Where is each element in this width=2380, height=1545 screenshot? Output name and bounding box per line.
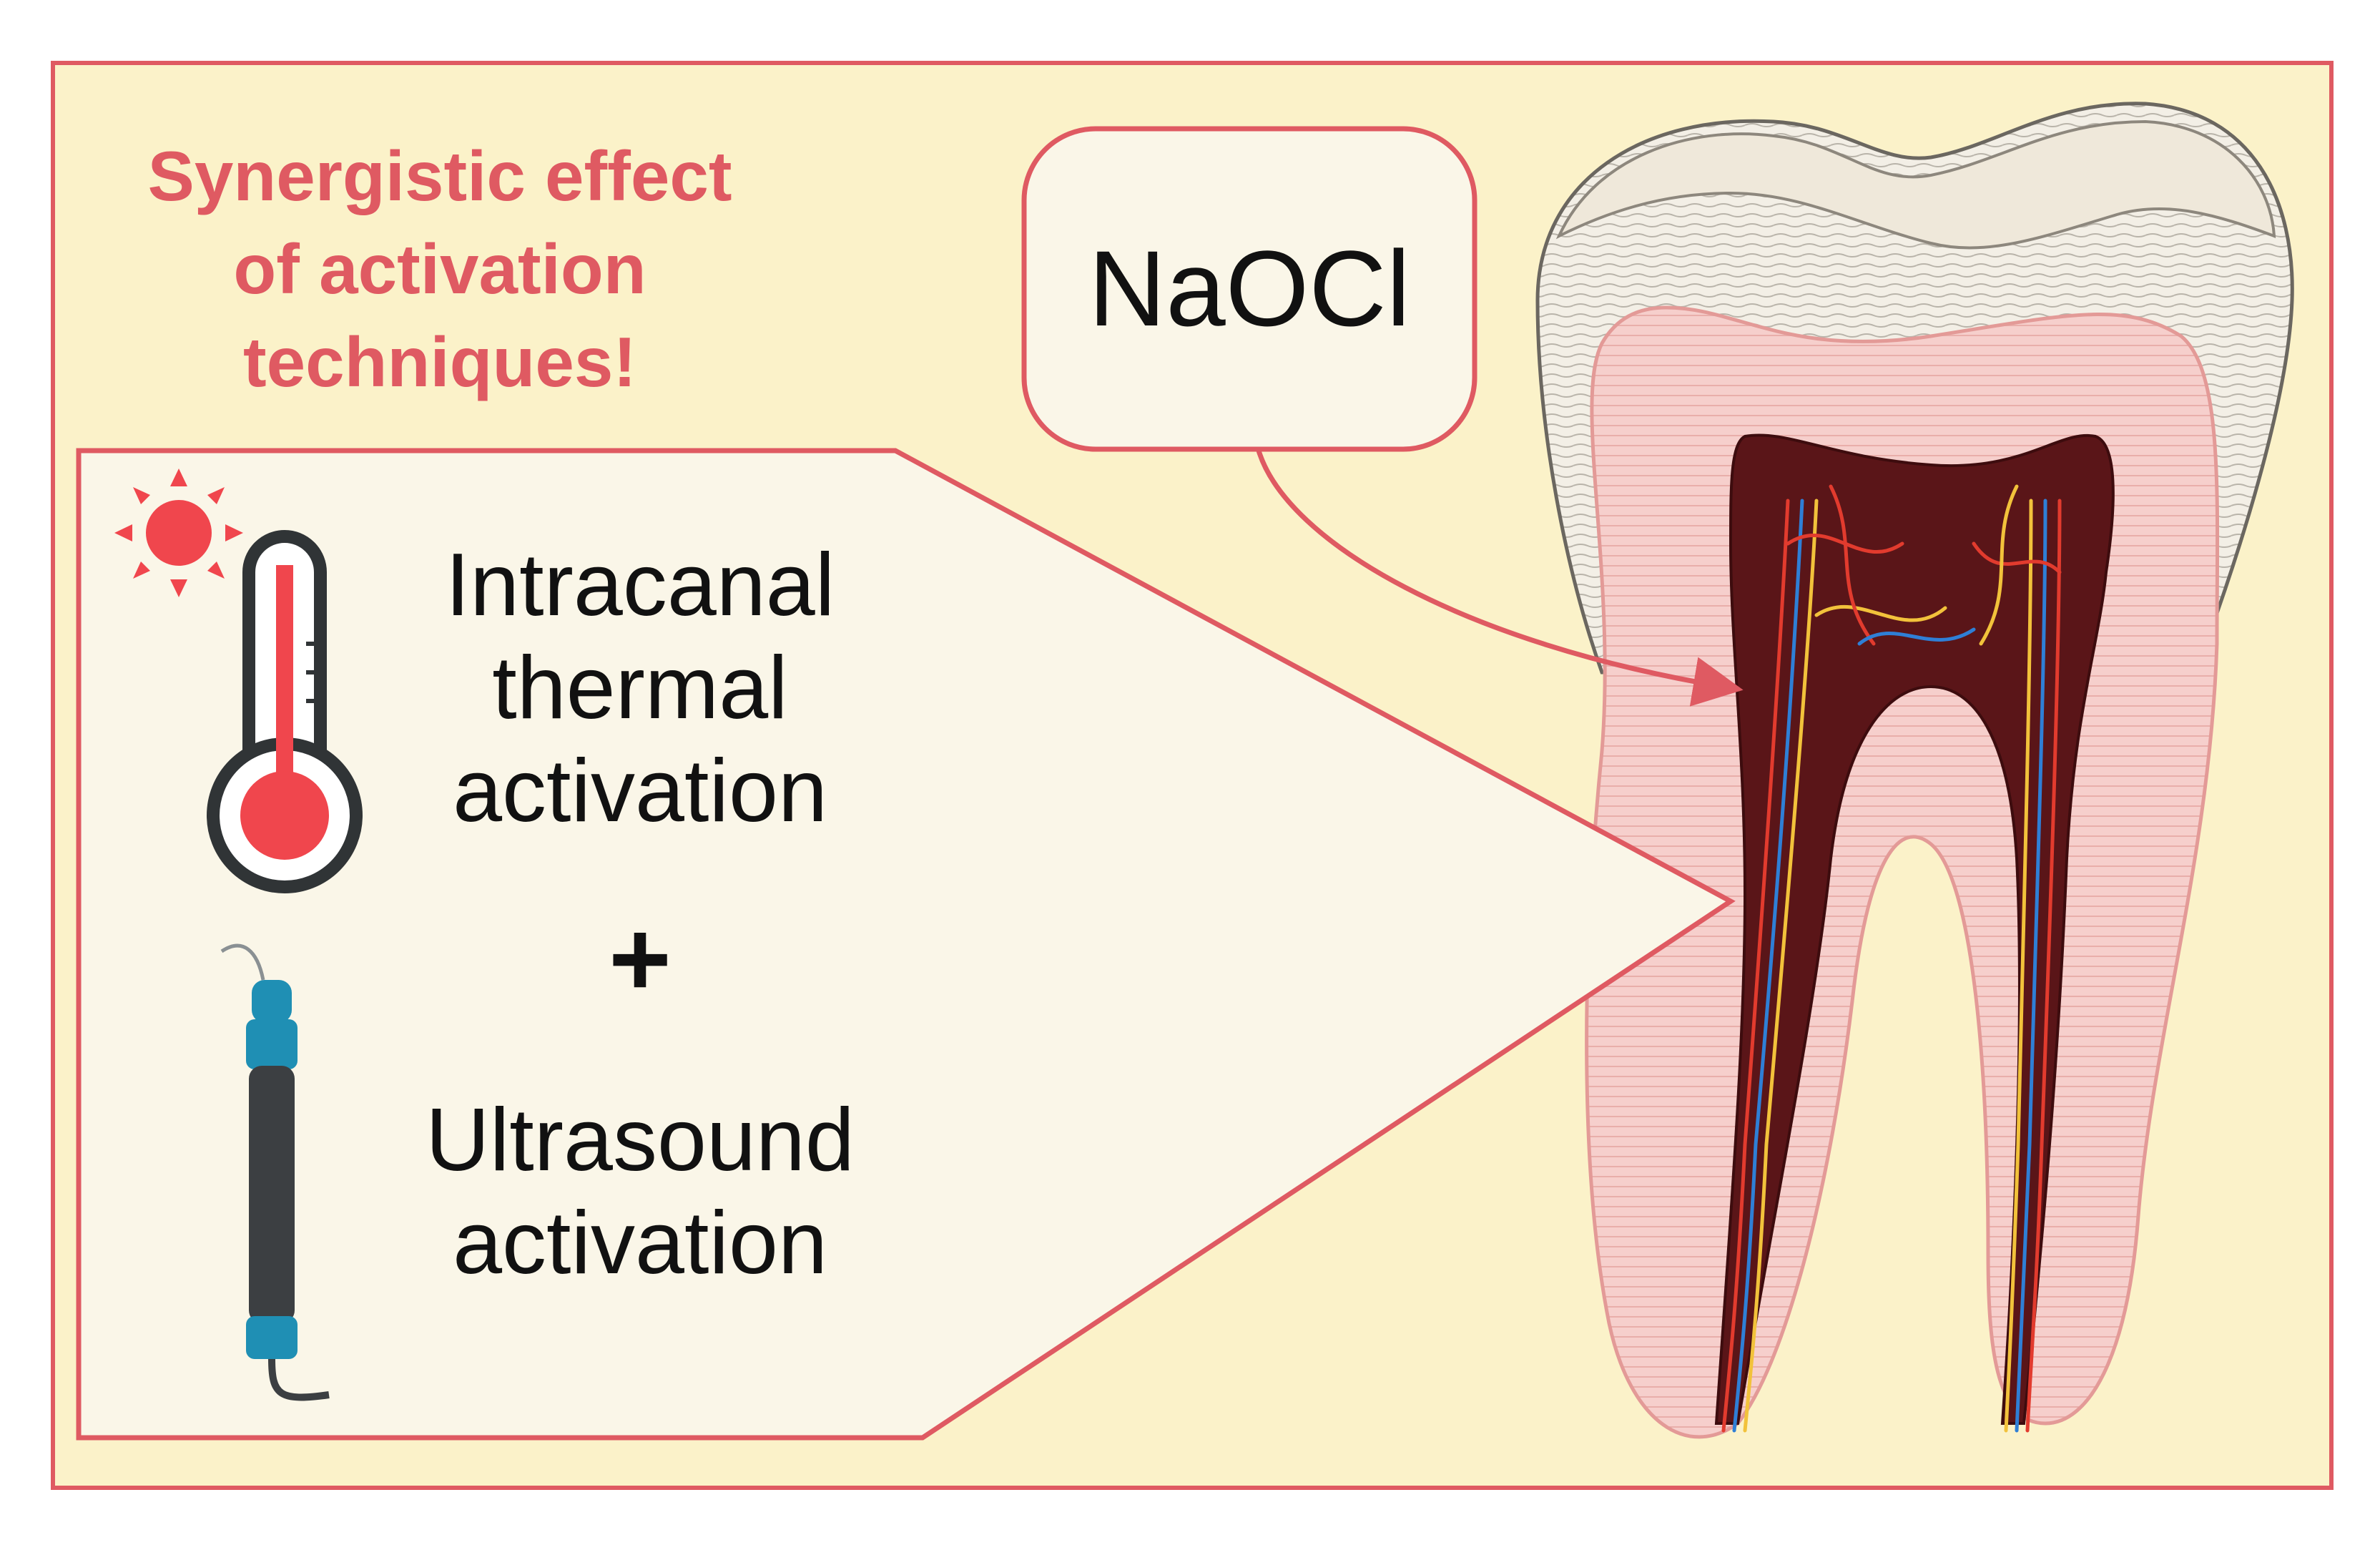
headline-line-1: Synergistic effect [148, 137, 732, 215]
plus-sign: + [609, 898, 672, 1019]
naocl-arrow [1256, 449, 1744, 707]
headline-line-3: techniques! [243, 323, 636, 401]
tooth-illustration [1535, 102, 2294, 1439]
ultrasound-activation-label: Ultrasound activation [426, 1091, 855, 1293]
sun-icon [114, 469, 243, 597]
thermal-line-1: Intracanal [446, 536, 835, 634]
thermal-activation-label: Intracanal thermal activation [446, 536, 835, 840]
callout-panel [76, 448, 1736, 1441]
thermal-line-3: activation [453, 742, 827, 840]
thermal-line-2: thermal [492, 639, 787, 737]
thermometer-icon [207, 530, 363, 893]
headline-line-2: of activation [233, 230, 646, 308]
ultrasound-line-2: activation [453, 1194, 827, 1293]
pulp-vessels [1721, 484, 2062, 1433]
ultrasound-line-1: Ultrasound [426, 1091, 855, 1190]
crown-top [1555, 119, 2276, 250]
ultrasonic-handpiece-icon [220, 943, 330, 1401]
naocl-bubble: NaOCl [1021, 126, 1477, 452]
pulp-chamber [1714, 433, 2115, 1425]
headline: Synergistic effect of activation techniq… [148, 137, 732, 401]
naocl-label: NaOCl [1088, 228, 1410, 348]
